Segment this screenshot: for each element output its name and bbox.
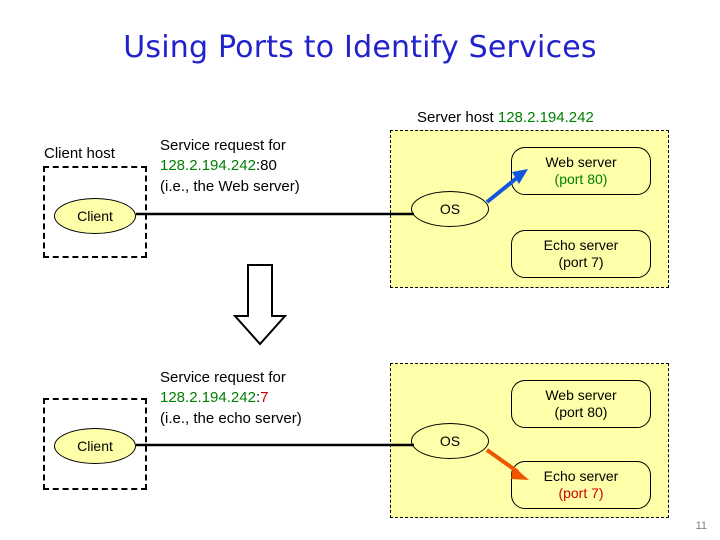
- request-text-top: Service request for 128.2.194.242:80 (i.…: [160, 136, 300, 197]
- request-line1-top: Service request for: [160, 137, 286, 154]
- client-node-bottom: Client: [54, 428, 136, 464]
- client-host-box-top: [43, 166, 147, 258]
- server-host-label-text: Server host: [417, 109, 498, 126]
- web-server-line2-bottom: (port 80): [554, 404, 608, 420]
- web-server-box-top: Web server (port 80): [511, 147, 651, 195]
- echo-server-line2-top: (port 7): [558, 254, 604, 270]
- server-host-label-top: Server host 128.2.194.242: [417, 109, 594, 126]
- os-node-label-bottom: OS: [439, 433, 461, 449]
- echo-server-box-top: Echo server (port 7): [511, 230, 651, 278]
- echo-server-box-bottom: Echo server (port 7): [511, 461, 651, 509]
- web-server-box-bottom: Web server (port 80): [511, 380, 651, 428]
- os-node-top: OS: [411, 191, 489, 227]
- os-node-label-top: OS: [439, 201, 461, 217]
- client-host-label-top: Client host: [44, 145, 115, 162]
- client-node-label-top: Client: [77, 208, 113, 224]
- web-server-line2-top: (port 80): [554, 171, 608, 187]
- request-text-bottom: Service request for 128.2.194.242:7 (i.e…: [160, 368, 302, 429]
- client-node-top: Client: [54, 198, 136, 234]
- request-line3-bottom: (i.e., the echo server): [160, 409, 302, 427]
- web-server-line1-bottom: Web server: [545, 386, 617, 403]
- echo-server-line1-top: Echo server: [543, 236, 619, 253]
- web-server-line1-top: Web server: [545, 153, 617, 170]
- request-port-top: 80: [260, 157, 277, 175]
- page-number: 11: [695, 520, 707, 532]
- request-ip-bottom: 128.2.194.242: [160, 389, 256, 407]
- request-colon-bottom: :: [255, 389, 261, 407]
- page-title: Using Ports to Identify Services: [123, 30, 597, 65]
- echo-server-line2-bottom: (port 7): [558, 485, 604, 501]
- request-line3-top: (i.e., the Web server): [160, 177, 300, 195]
- os-node-bottom: OS: [411, 423, 489, 459]
- client-node-label-bottom: Client: [77, 438, 113, 454]
- server-host-ip-top: 128.2.194.242: [497, 109, 594, 126]
- request-port-bottom: 7: [260, 389, 269, 407]
- down-arrow-icon: [232, 264, 288, 346]
- request-colon-top: :: [255, 157, 261, 175]
- request-line1-bottom: Service request for: [160, 369, 286, 386]
- echo-server-line1-bottom: Echo server: [543, 467, 619, 484]
- request-ip-top: 128.2.194.242: [160, 157, 256, 175]
